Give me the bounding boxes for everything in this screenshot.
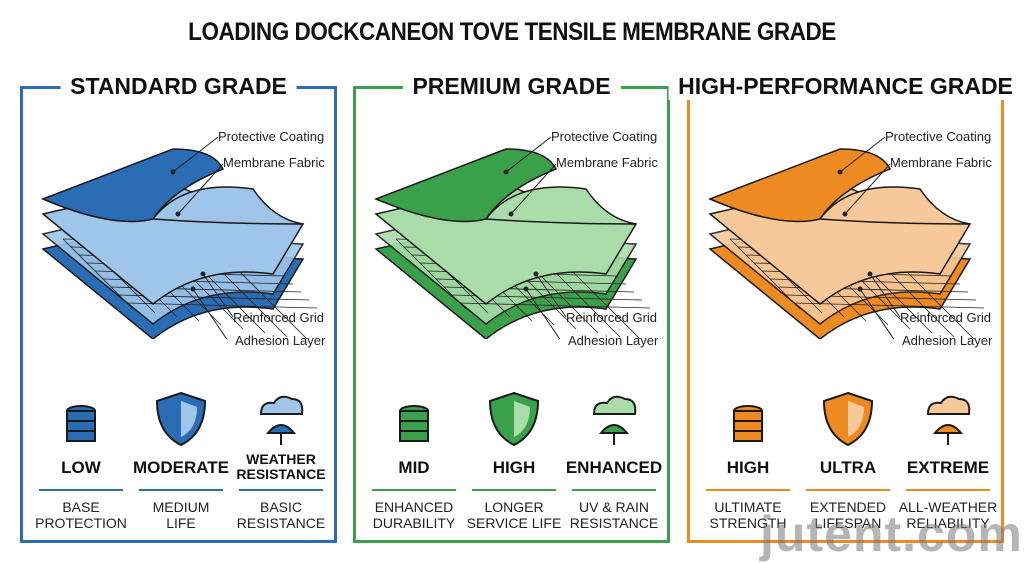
coins-stack-icon: [364, 389, 464, 449]
feature-desc-1: ULTIMATE: [714, 499, 782, 515]
label-adhesion-layer: Adhesion Layer: [902, 333, 993, 348]
divider: [906, 489, 990, 491]
divider: [239, 489, 323, 491]
feature-level: WEATHER RESISTANCE: [236, 451, 326, 482]
label-membrane-fabric: Membrane Fabric: [556, 155, 658, 170]
feature-desc-2: DURABILITY: [372, 515, 456, 531]
feature-1: HIGH LONGER SERVICE LIFE: [464, 389, 564, 531]
divider: [39, 489, 123, 491]
feature-2: ENHANCED UV & RAIN RESISTANCE: [564, 389, 664, 531]
label-adhesion-layer: Adhesion Layer: [235, 333, 326, 348]
feature-desc-2: LIFESPAN: [814, 515, 882, 531]
feature-desc-1: EXTENDED: [809, 499, 887, 515]
label-protective-coating: Protective Coating: [218, 129, 325, 144]
label-protective-coating: Protective Coating: [551, 129, 658, 144]
feature-desc-1: MEDIUM: [152, 499, 210, 515]
page-title: LOADING DOCKCANEON TOVE TENSILE MEMBRANE…: [188, 18, 836, 46]
divider: [472, 489, 556, 491]
feature-desc-1: ENHANCED: [374, 499, 454, 515]
feature-desc-1: BASIC: [259, 499, 302, 515]
all-weather-icon: [898, 389, 998, 449]
feature-desc-2: STRENGTH: [709, 515, 787, 531]
feature-2: EXTREME ALL-WEATHER RELIABILITY: [898, 389, 998, 531]
feature-level: EXTREME: [906, 457, 990, 477]
divider: [139, 489, 223, 491]
feature-level: LOW: [61, 457, 101, 477]
membrane-layers-illustration: [41, 136, 318, 339]
panel-2: HIGH-PERFORMANCE GRADE Protective Coatin…: [668, 73, 1023, 543]
panel-title: STANDARD GRADE: [60, 73, 297, 100]
divider: [706, 489, 790, 491]
label-protective-coating: Protective Coating: [885, 129, 992, 144]
label-reinforced-grid: Reinforced Grid: [233, 310, 325, 325]
label-membrane-fabric: Membrane Fabric: [890, 155, 992, 170]
feature-level: ULTRA: [819, 457, 877, 477]
panel-1: PREMIUM GRADE Protective Coating Membran…: [353, 73, 670, 543]
label-membrane-fabric: Membrane Fabric: [223, 155, 325, 170]
feature-desc-1: UV & RAIN: [578, 499, 649, 515]
feature-desc-2: RELIABILITY: [906, 515, 990, 531]
feature-1: ULTRA EXTENDED LIFESPAN: [798, 389, 898, 531]
label-adhesion-layer: Adhesion Layer: [568, 333, 659, 348]
feature-desc-2: PROTECTION: [35, 515, 127, 531]
panel-title: HIGH-PERFORMANCE GRADE: [668, 73, 1023, 100]
feature-2: WEATHER RESISTANCE BASIC RESISTANCE: [231, 389, 331, 531]
panel-title: PREMIUM GRADE: [402, 73, 621, 100]
feature-level: HIGH: [726, 457, 770, 477]
feature-desc-2: SERVICE LIFE: [466, 515, 562, 531]
feature-0: MID ENHANCED DURABILITY: [364, 389, 464, 531]
cloud-umbrella-icon: [231, 389, 331, 449]
divider: [372, 489, 456, 491]
divider: [806, 489, 890, 491]
label-reinforced-grid: Reinforced Grid: [566, 310, 658, 325]
divider: [572, 489, 656, 491]
rain-sun-umbrella-icon: [564, 389, 664, 449]
membrane-layers-illustration: [708, 136, 985, 339]
feature-0: LOW BASE PROTECTION: [31, 389, 131, 531]
feature-desc-1: BASE: [62, 499, 100, 515]
feature-desc-2: LIFE: [166, 515, 196, 531]
feature-desc-2: RESISTANCE: [569, 515, 659, 531]
shield-emblem-icon: [798, 389, 898, 449]
feature-level: HIGH: [492, 457, 536, 477]
feature-level: MID: [398, 457, 430, 477]
membrane-layers-illustration: [374, 136, 651, 339]
coins-stack-icon: [698, 389, 798, 449]
shield-gears-icon: [464, 389, 564, 449]
feature-level: MODERATE: [132, 457, 229, 477]
panel-0: STANDARD GRADE Protective Coating Membra…: [20, 73, 337, 543]
label-reinforced-grid: Reinforced Grid: [900, 310, 992, 325]
feature-desc-1: LONGER: [484, 499, 544, 515]
database-stack-icon: [31, 389, 131, 449]
shield-icon: [131, 389, 231, 449]
feature-desc-2: RESISTANCE: [236, 515, 326, 531]
feature-level: ENHANCED: [565, 457, 663, 477]
feature-1: MODERATE MEDIUM LIFE: [131, 389, 231, 531]
feature-0: HIGH ULTIMATE STRENGTH: [698, 389, 798, 531]
feature-desc-1: ALL-WEATHER: [898, 499, 998, 515]
watermark: jutent.com: [760, 506, 1023, 562]
